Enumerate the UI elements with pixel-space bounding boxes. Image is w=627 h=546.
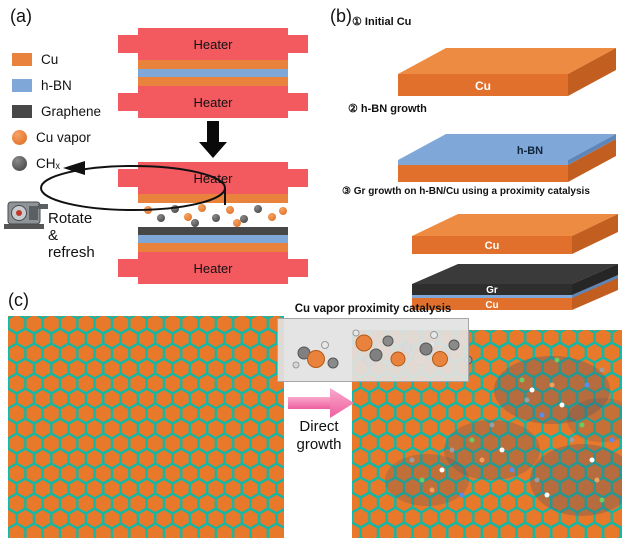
adatom-speckles [409, 357, 615, 503]
graphene-layer [138, 227, 288, 235]
slab-label-cu: Cu [475, 79, 491, 93]
chx-particle [171, 205, 179, 213]
pump-icon [4, 201, 48, 229]
heater-label: Heater [193, 260, 233, 276]
legend-label: Cu [41, 52, 59, 67]
circulation-arrow-icon [40, 161, 226, 211]
direct-growth-arrow-icon [288, 388, 354, 418]
chx-particle [254, 205, 262, 213]
proximity-catalysis-inset [277, 318, 469, 382]
cu-vapor-particle [279, 207, 287, 215]
molecule-cluster [292, 329, 460, 369]
legend-label: CHₓ [36, 156, 60, 171]
legend-item-hbn: h-BN [12, 78, 72, 93]
step-2-title: ② h-BN growth [348, 103, 427, 115]
step-1-title: ① Initial Cu [352, 16, 412, 28]
chx-particle [191, 219, 199, 227]
heater-label: Heater [193, 36, 233, 52]
legend-label: h-BN [41, 78, 72, 93]
heater-block: Heater [118, 252, 308, 284]
chx-particle [157, 214, 165, 222]
gr-hbn-cu-slab-illustration: Gr Cu [412, 264, 618, 311]
heater-block: Heater [118, 86, 308, 118]
inset-title: Cu vapor proximity catalysis [294, 303, 452, 315]
cu-vapor-particle [233, 219, 241, 227]
cu-vapor-particle [268, 213, 276, 221]
panel-c-label: (c) [8, 290, 29, 310]
graphene-domain-patches [385, 356, 622, 516]
top-cu-slab-illustration: Cu [412, 214, 618, 254]
step-3-title: ③ Gr growth on h-BN/Cu using a proximity… [342, 186, 590, 197]
panel-a-label: (a) [10, 6, 32, 26]
hbn-layer [138, 235, 288, 243]
cu-layer [138, 60, 288, 69]
cu-slab-illustration: Cu [398, 48, 616, 96]
direct-growth-label: Direct growth [296, 418, 342, 453]
cu-swatch [12, 53, 32, 66]
chx-swatch [12, 156, 27, 171]
chx-particle [240, 215, 248, 223]
hbn-swatch [12, 79, 32, 92]
graphene-swatch [12, 105, 32, 118]
legend-item-cu-vapor: Cu vapor [12, 130, 91, 145]
down-arrow-icon [199, 121, 227, 158]
hbn-layer [138, 69, 288, 77]
slab-label-gr: Gr [486, 285, 498, 296]
legend-item-graphene: Graphene [12, 104, 101, 119]
slab-label-hbn: h-BN [517, 145, 543, 157]
slab-label-cu: Cu [485, 240, 500, 252]
heater-block: Heater [118, 28, 308, 60]
cu-vapor-swatch [12, 130, 27, 145]
panel-b-label: (b) [330, 6, 352, 26]
chx-particle [212, 214, 220, 222]
cu-vapor-particle [226, 206, 234, 214]
legend-label: Cu vapor [36, 130, 91, 145]
rotate-refresh-label: Rotate & refresh [48, 210, 95, 261]
heater-label: Heater [193, 94, 233, 110]
cu-vapor-particle [184, 213, 192, 221]
slab-label-cu: Cu [485, 300, 498, 311]
cu-layer [138, 243, 288, 252]
legend-item-chx: CHₓ [12, 156, 60, 171]
legend-label: Graphene [41, 104, 102, 119]
hbn-lattice-image [8, 316, 284, 538]
hbn-on-cu-slab-illustration: h-BN [398, 134, 616, 182]
legend-item-cu: Cu [12, 52, 58, 67]
cu-layer [138, 77, 288, 86]
cu-vapor-particle [198, 204, 206, 212]
